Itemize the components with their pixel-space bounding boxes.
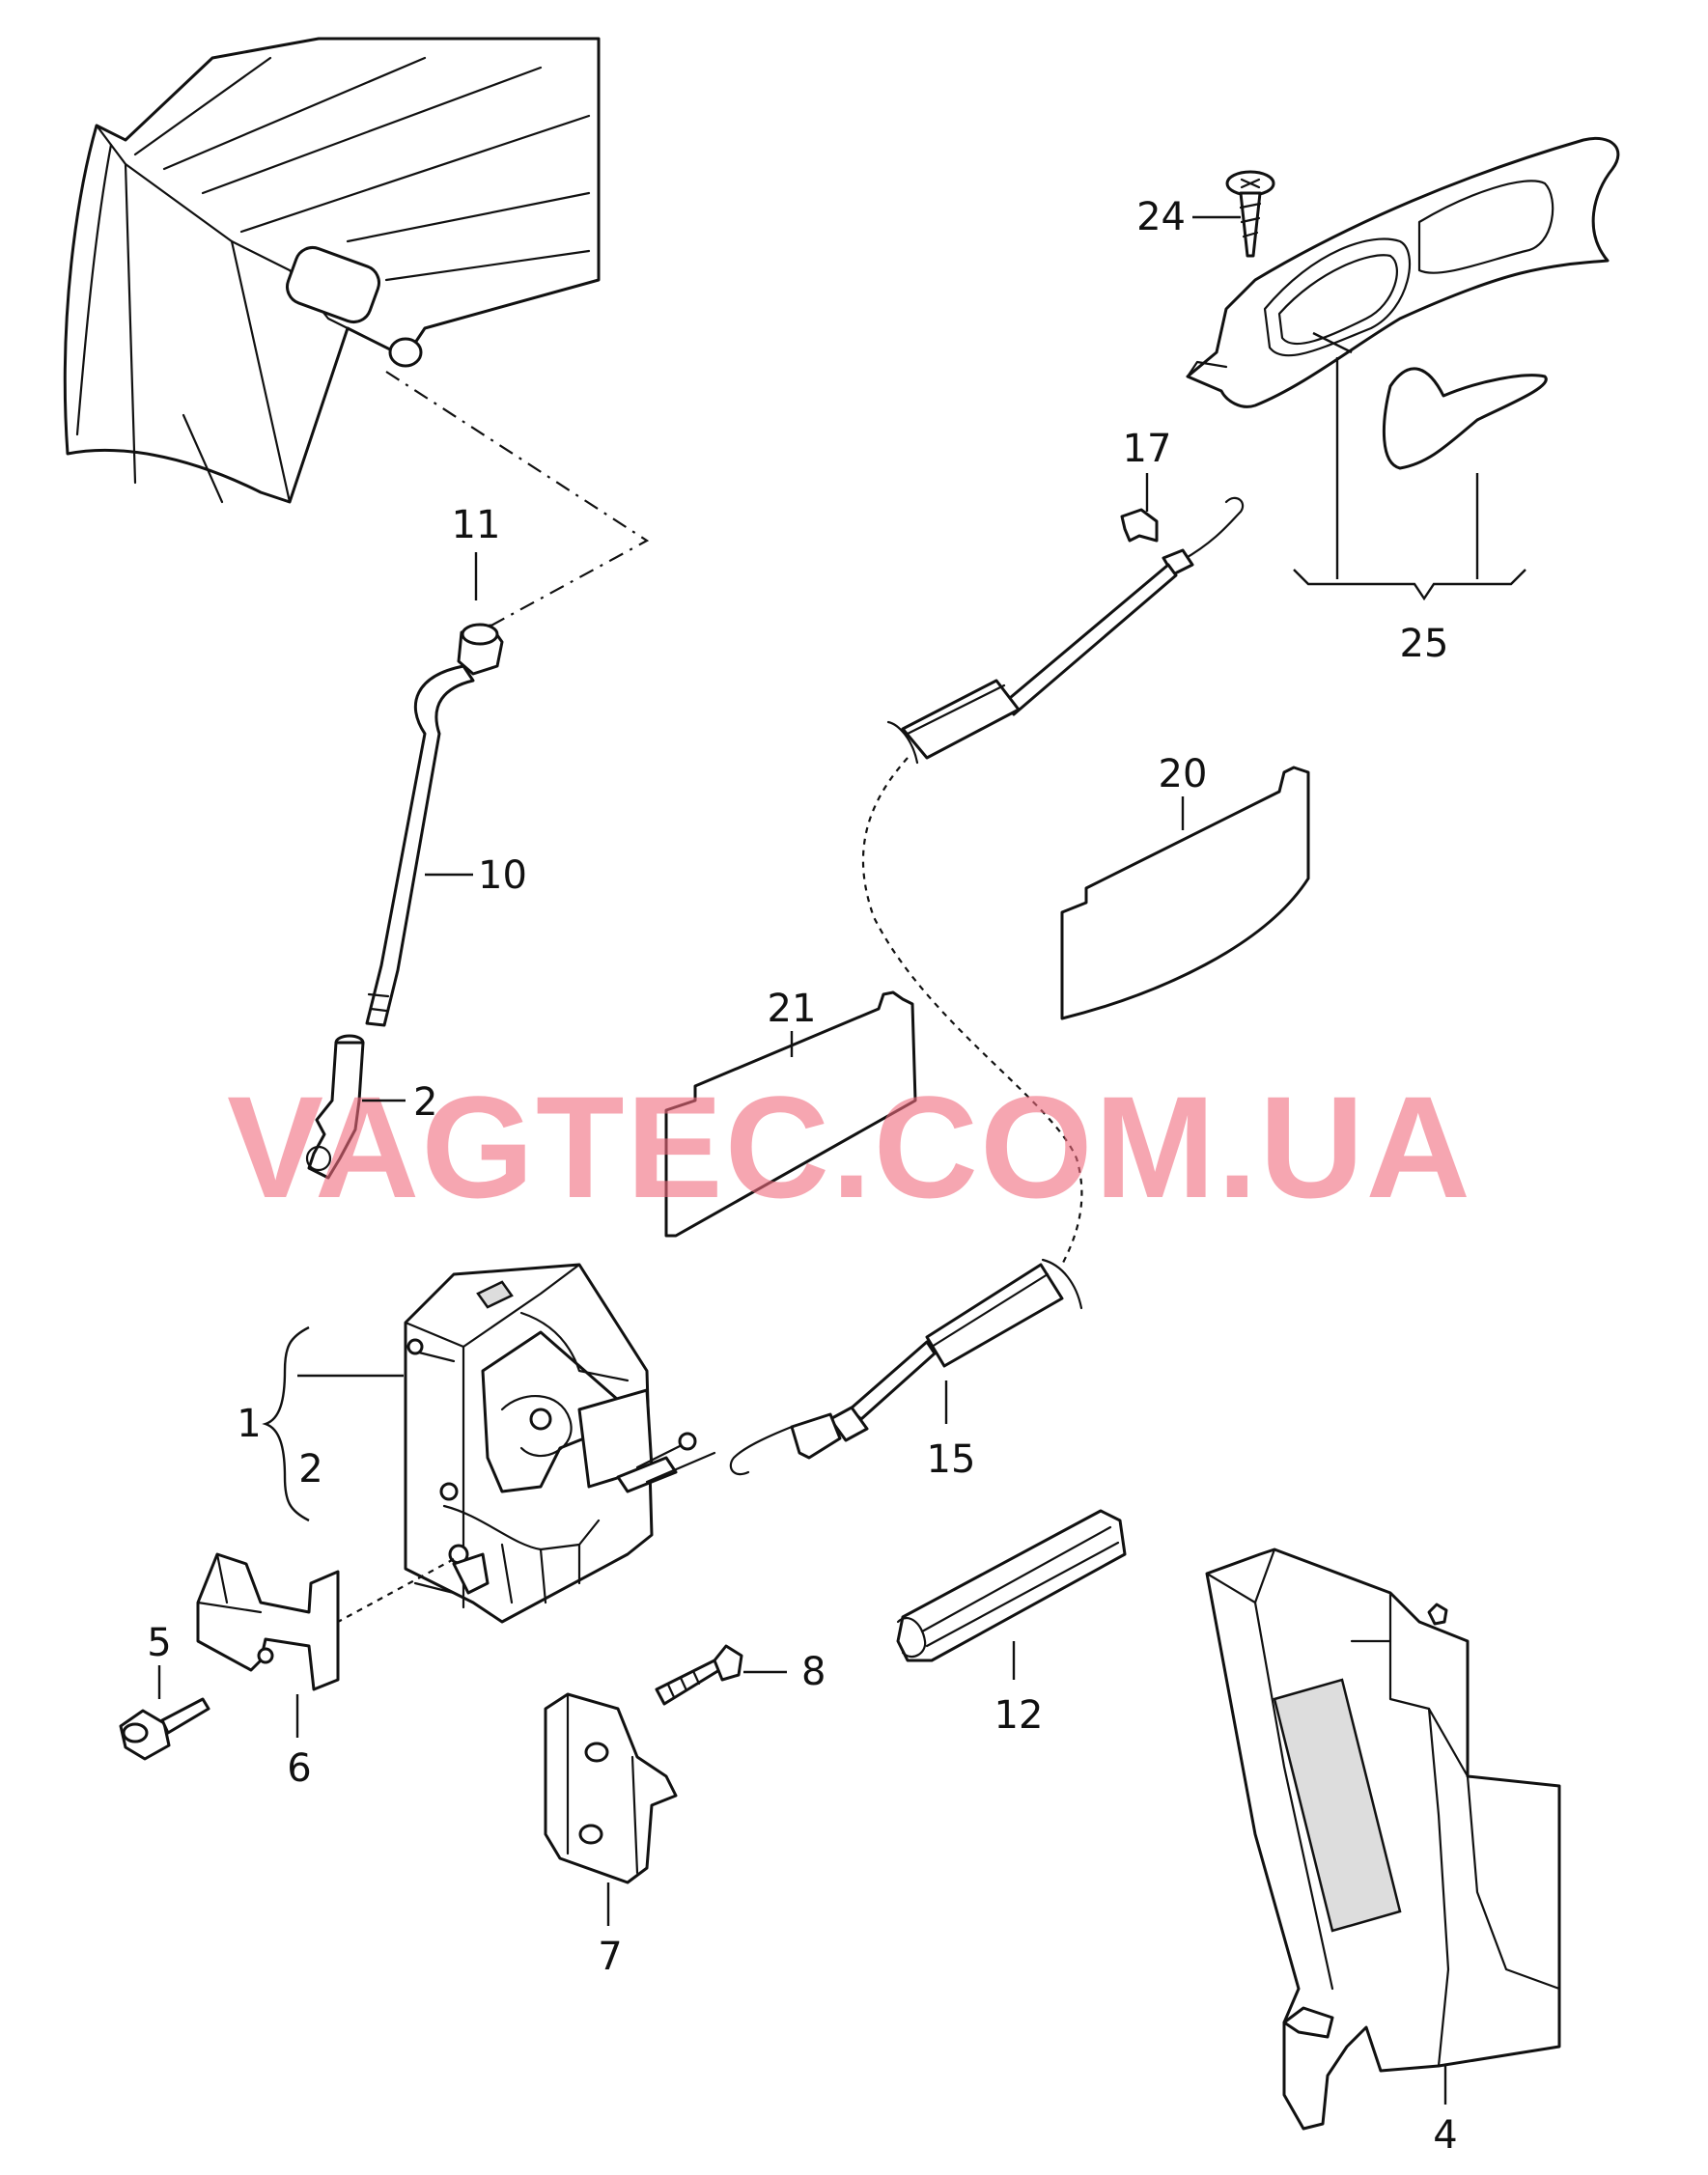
part-25-leaders [1335, 357, 1479, 579]
part-7-striker-plate [544, 1692, 678, 1884]
part-25-brace [1293, 569, 1526, 601]
part-17-cable-clip [1120, 508, 1159, 543]
part-11-clip [457, 623, 504, 676]
callout-15: 15 [927, 1437, 976, 1482]
part-21-insulation-pad [664, 990, 917, 1238]
watermark-text: VAGTEC.COM.UA [227, 1066, 1472, 1228]
dash-line-to-clip [385, 371, 650, 628]
part-2-connector-pin [305, 1034, 365, 1180]
part-20-insulation-pad [1060, 766, 1310, 1020]
callout-11: 11 [452, 503, 501, 547]
callout-1: 1 [237, 1402, 261, 1446]
part-8-screw [655, 1644, 743, 1706]
callout-21: 21 [768, 987, 817, 1031]
callout-25: 25 [1400, 622, 1449, 666]
part-25-handle-assembly [1186, 137, 1620, 470]
callout-labels: 11 10 2 24 17 25 20 21 1 2 15 8 12 5 6 7… [147, 195, 1457, 2158]
callout-12: 12 [994, 1693, 1044, 1738]
part-10-operating-rod [365, 664, 475, 1027]
callout-6: 6 [287, 1746, 311, 1791]
callout-4: 4 [1433, 2113, 1457, 2158]
part-4-trim-panel [1205, 1548, 1561, 2131]
part-12-seal-strip [896, 1509, 1127, 1662]
part-6-bracket [196, 1552, 340, 1691]
part-15-bowden-cable [729, 496, 1245, 1476]
vehicle-body-corner [63, 37, 601, 504]
callout-5: 5 [147, 1621, 171, 1665]
part-5-bolt [119, 1697, 210, 1761]
part-24-screw [1225, 170, 1275, 258]
leader-lines [157, 215, 1447, 2105]
callout-2-lock: 2 [298, 1447, 322, 1492]
dash-lock-to-bracket [337, 1558, 455, 1623]
callout-17: 17 [1123, 427, 1172, 471]
callout-7: 7 [598, 1935, 622, 1979]
callout-20: 20 [1159, 752, 1208, 796]
part-1-lock-unit [404, 1263, 716, 1624]
callout-10: 10 [478, 853, 527, 898]
callout-2-rod: 2 [413, 1080, 437, 1125]
callout-8: 8 [801, 1650, 826, 1694]
callout-24: 24 [1136, 195, 1186, 239]
